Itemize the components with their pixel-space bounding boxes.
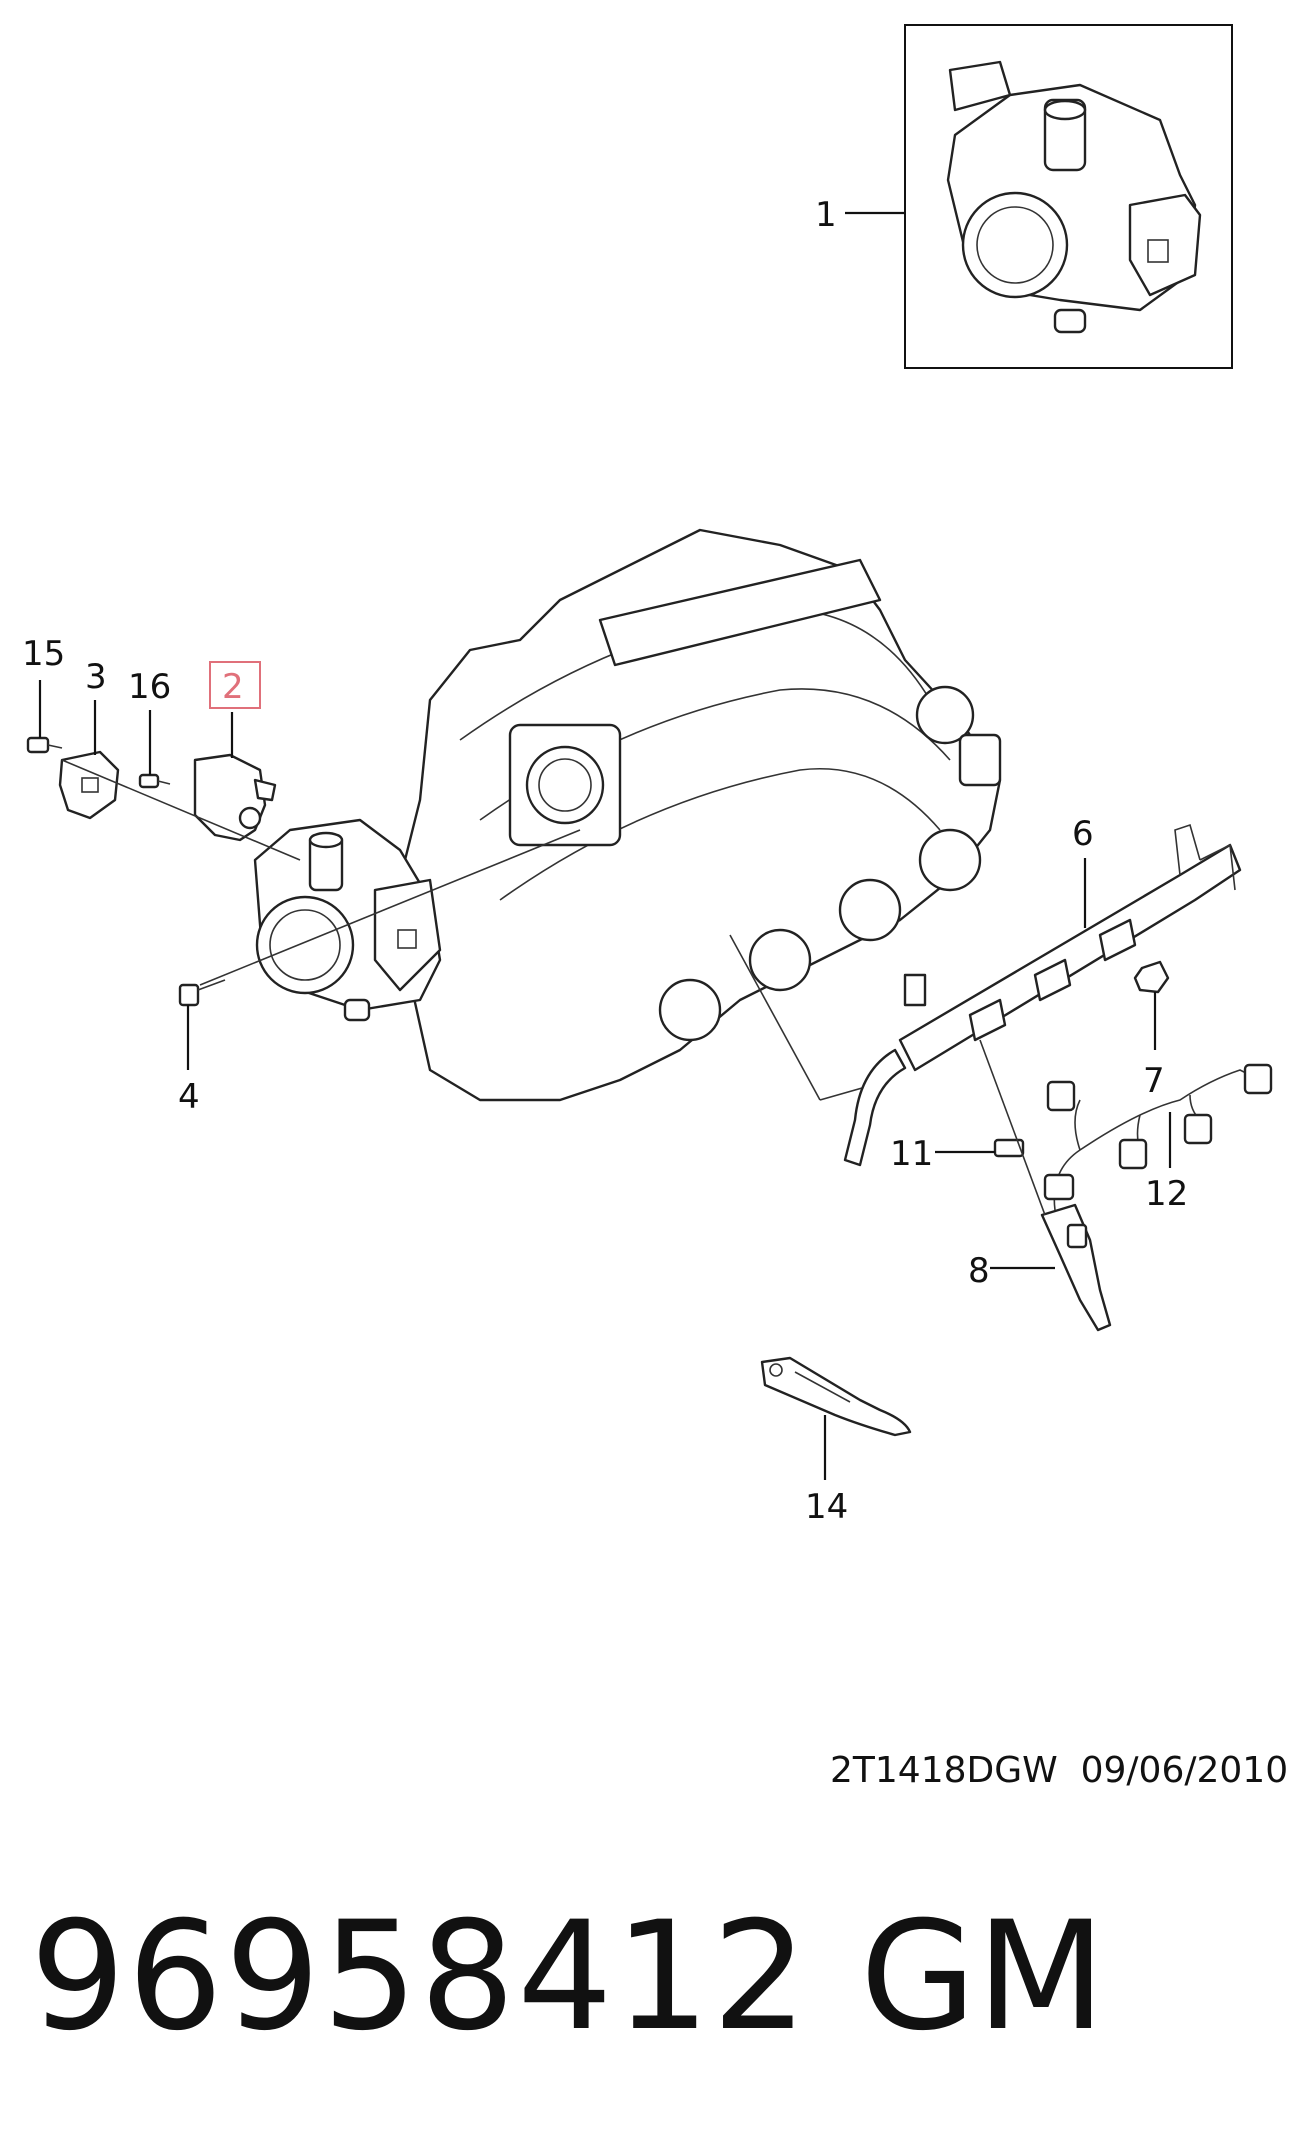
label-7: 7: [1143, 1061, 1165, 1101]
screw-15: [26, 736, 63, 754]
brand-name: GM: [860, 1890, 1106, 2064]
label-6: 6: [1072, 814, 1094, 854]
alignment-line-lower: [199, 829, 581, 986]
label-16: 16: [128, 667, 171, 707]
part-number: 96958412: [30, 1890, 810, 2064]
label-1: 1: [815, 195, 837, 235]
label-15: 15: [22, 634, 65, 674]
label-4: 4: [178, 1077, 200, 1117]
alignment-line-upper: [61, 759, 301, 861]
highlight-box-2: [209, 661, 261, 709]
fuel-rail: [843, 823, 1242, 1167]
alignment-line-manifold: [729, 934, 821, 1101]
screw-16: [138, 773, 171, 789]
label-11: 11: [890, 1134, 933, 1174]
diagram-code: 2T1418DGW 09/06/2010: [830, 1750, 1289, 1791]
nut-7: [1133, 960, 1170, 994]
clip-11: [993, 1138, 1025, 1158]
label-2: 2: [222, 667, 244, 707]
wiring-harness-12: [1043, 1063, 1273, 1211]
throttle-body-inset: [946, 60, 1202, 334]
bracket-14: [760, 1356, 912, 1437]
throttle-position-sensor: [58, 750, 120, 820]
label-14: 14: [805, 1487, 848, 1527]
fuel-injector-8: [979, 1039, 1112, 1332]
idle-air-control-valve: [193, 753, 277, 842]
intake-manifold: [398, 528, 1002, 1102]
runner-ports: [658, 828, 982, 1042]
label-3: 3: [85, 657, 107, 697]
label-8: 8: [968, 1251, 990, 1291]
label-12: 12: [1145, 1174, 1188, 1214]
inset-frame: [904, 24, 1233, 369]
throttle-body: [253, 818, 442, 1022]
